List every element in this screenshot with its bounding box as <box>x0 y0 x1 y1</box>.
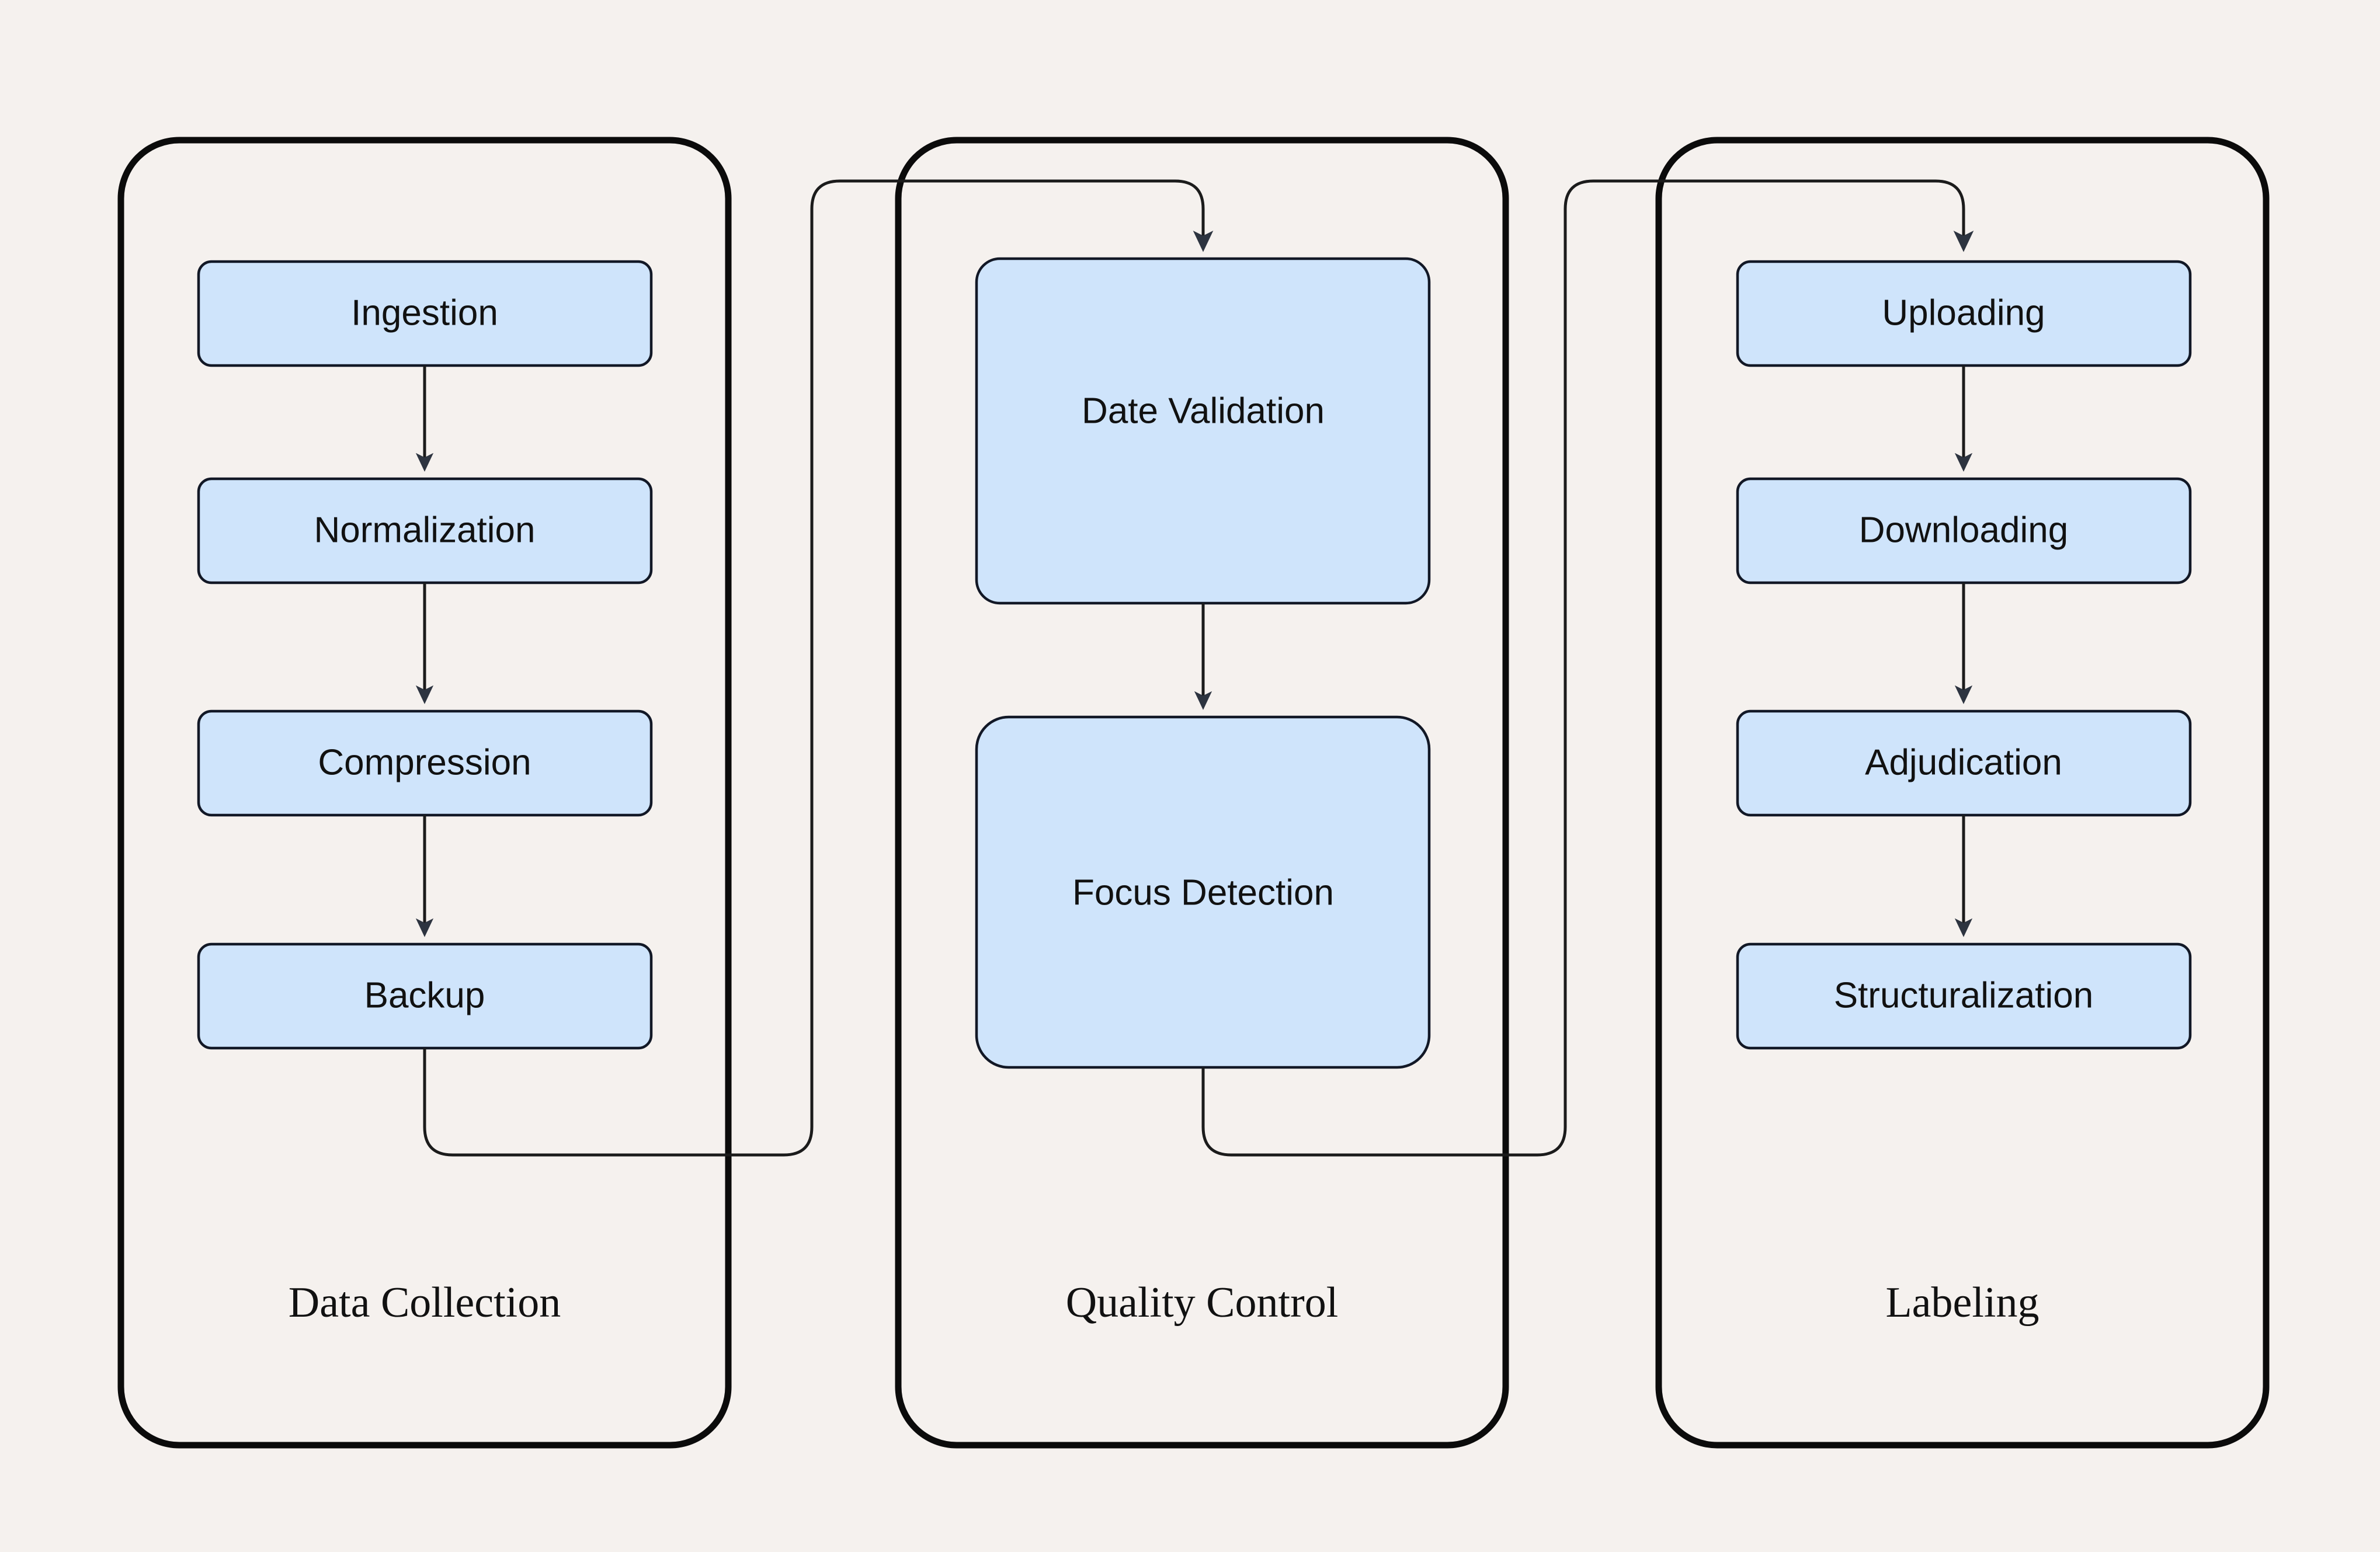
cluster-data-collection-label: Data Collection <box>289 1279 561 1327</box>
node-normalization[interactable]: Normalization <box>197 477 653 584</box>
cluster-labeling-label: Labeling <box>1885 1279 2039 1327</box>
cluster-data-collection[interactable]: Data Collection Ingestion Normalization … <box>117 137 732 1449</box>
edge-focus-detection-to-uploading <box>1201 179 1974 1157</box>
node-uploading[interactable]: Uploading <box>1736 260 2192 367</box>
node-date-validation[interactable]: Date Validation <box>975 257 1431 605</box>
node-date-validation-label: Date Validation <box>1082 391 1325 431</box>
node-compression-label: Compression <box>318 742 531 782</box>
node-ingestion[interactable]: Ingestion <box>197 260 653 367</box>
node-downloading[interactable]: Downloading <box>1736 477 2192 584</box>
node-focus-detection[interactable]: Focus Detection <box>975 715 1431 1069</box>
cluster-labeling[interactable]: Labeling Uploading Downloading Adjudicat… <box>1655 137 2270 1449</box>
node-uploading-label: Uploading <box>1882 293 2045 333</box>
node-compression[interactable]: Compression <box>197 709 653 817</box>
cluster-quality-control[interactable]: Quality Control Date Validation Focus De… <box>895 137 1509 1449</box>
node-structuralization-label: Structuralization <box>1834 975 2094 1015</box>
node-structuralization-box <box>1736 942 2192 1050</box>
node-backup[interactable]: Backup <box>197 942 653 1050</box>
node-structuralization[interactable]: Structuralization <box>1736 942 2192 1050</box>
node-normalization-label: Normalization <box>314 510 535 550</box>
edge-backup-to-date-validation <box>423 179 1214 1157</box>
node-adjudication-label: Adjudication <box>1865 742 2062 782</box>
node-adjudication[interactable]: Adjudication <box>1736 709 2192 817</box>
node-focus-detection-label: Focus Detection <box>1072 872 1334 913</box>
node-ingestion-label: Ingestion <box>351 293 498 333</box>
node-backup-label: Backup <box>364 975 485 1015</box>
cluster-quality-control-label: Quality Control <box>1066 1279 1339 1327</box>
node-downloading-label: Downloading <box>1859 510 2068 550</box>
